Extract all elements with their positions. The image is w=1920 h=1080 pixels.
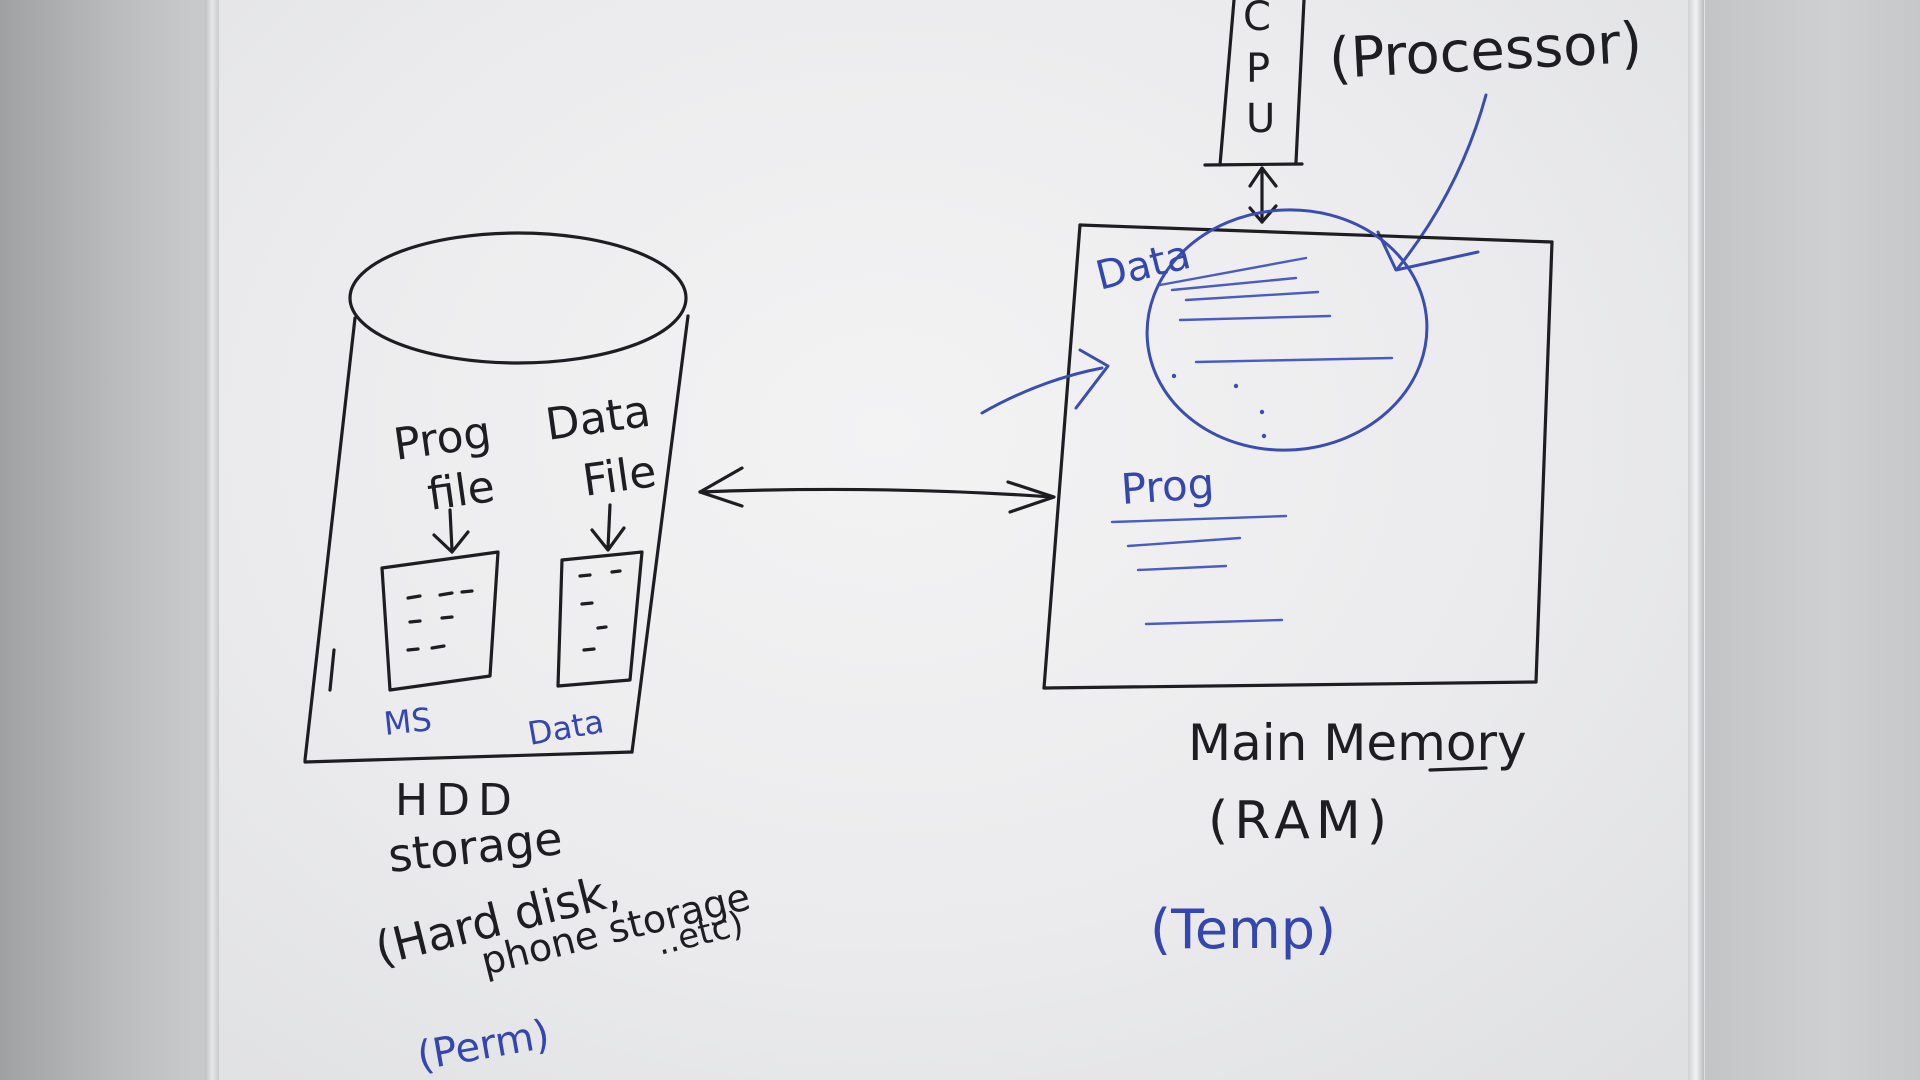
prog-file-label-line1: Prog	[390, 407, 494, 471]
ram-title-underline	[1428, 766, 1488, 772]
prog-file-label-line2: file	[424, 461, 497, 521]
cpu-box	[1203, 0, 1306, 167]
ram-data-region-circle	[1145, 208, 1429, 452]
whiteboard-right-frame	[1688, 0, 1704, 1080]
data-file-label-line1: Data	[542, 386, 653, 451]
ram-box	[1042, 223, 1554, 690]
prog-file-arrow	[432, 508, 470, 554]
hdd-title-line1: HDD	[395, 775, 520, 826]
ram-data-lines	[1158, 256, 1394, 439]
ram-title: Main Memory	[1188, 714, 1527, 772]
ram-temp-label: (Temp)	[1150, 898, 1336, 961]
ram-subtitle: (RAM)	[1208, 791, 1393, 851]
hdd-perm-label: (Perm)	[414, 1011, 553, 1079]
cpu-letter-u: U	[1246, 96, 1275, 142]
hdd-ram-double-arrow	[698, 466, 1056, 514]
hdd-cylinder	[303, 231, 690, 764]
ms-label: MS	[382, 700, 434, 743]
prog-file-box	[380, 550, 500, 692]
data-file-label-line2: File	[579, 446, 659, 507]
ram-prog-lines	[1110, 514, 1288, 626]
data-file-box	[556, 550, 644, 688]
ram-prog-label: Prog	[1119, 459, 1215, 514]
background-wall	[1704, 0, 1920, 1080]
processor-label: (Processor)	[1327, 11, 1643, 92]
whiteboard-left-frame	[205, 0, 219, 1080]
hdd-data-label: Data	[525, 702, 607, 753]
cpu-letter-p: P	[1246, 46, 1270, 92]
cpu-letter-c: C	[1243, 0, 1271, 40]
ram-load-arrow	[980, 348, 1110, 415]
processor-pointer-arrow	[1376, 93, 1488, 272]
data-file-arrow	[590, 503, 626, 552]
